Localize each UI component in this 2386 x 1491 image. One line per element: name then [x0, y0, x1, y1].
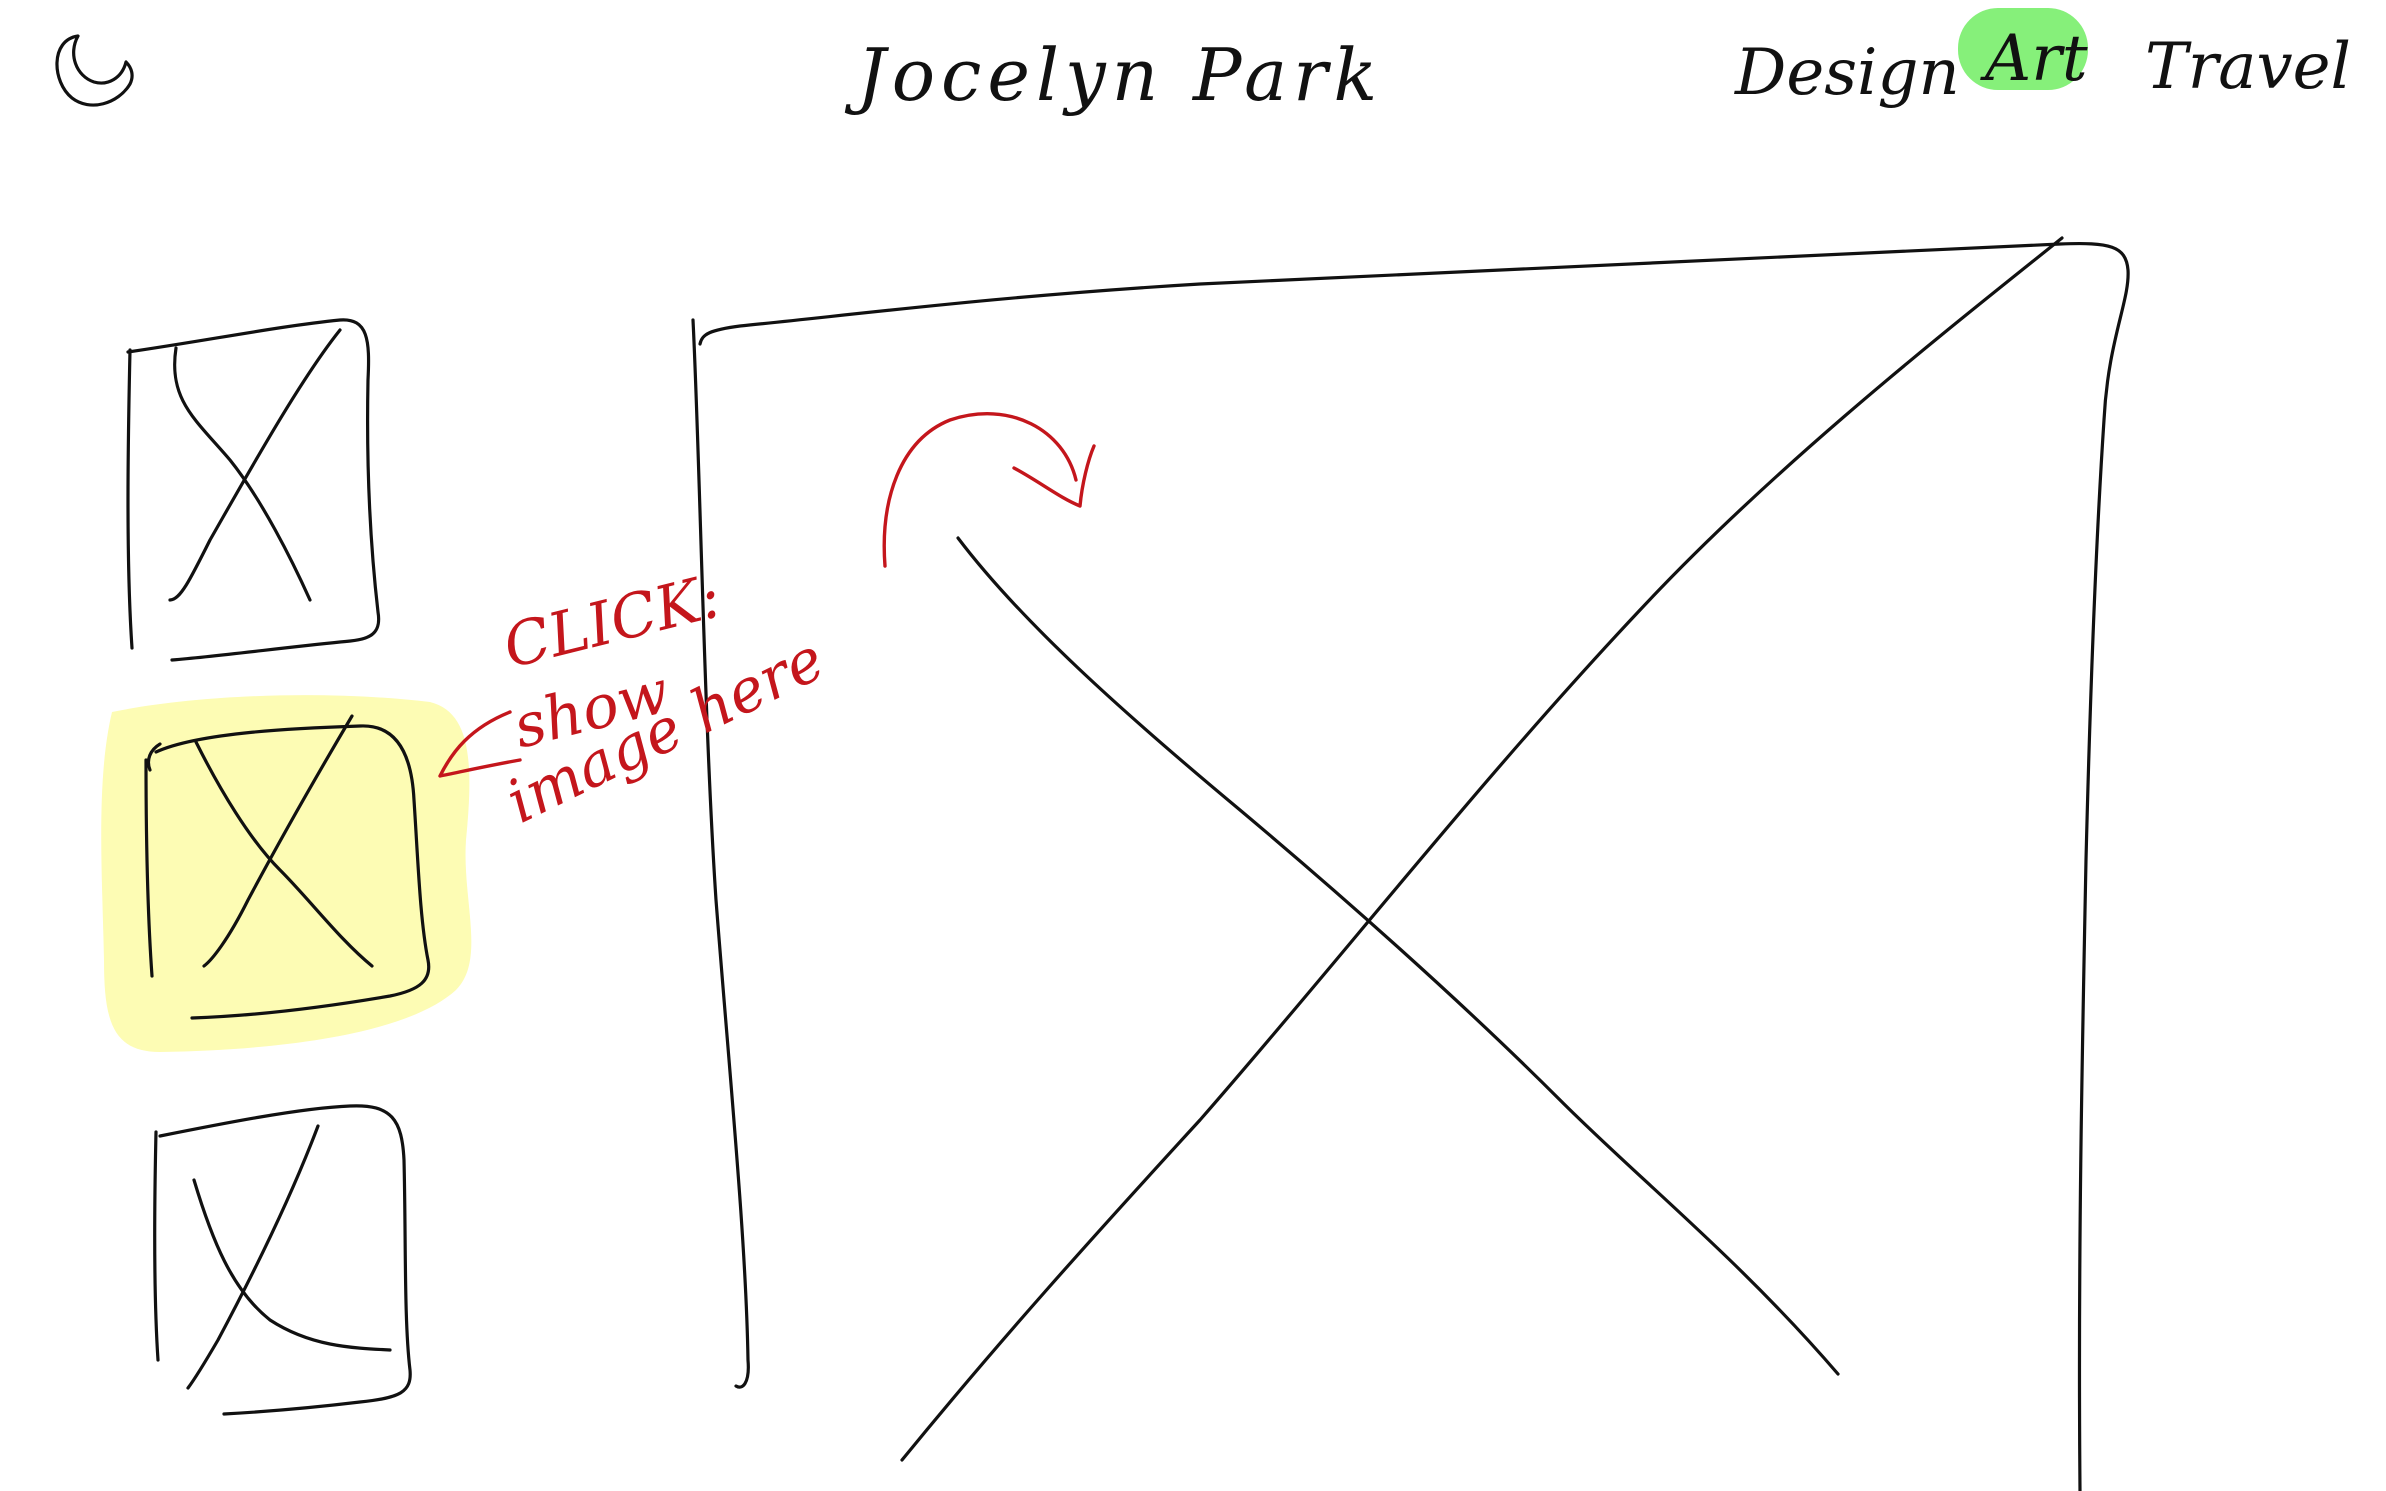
- annotation: CLICK: show image here: [438, 412, 1096, 837]
- nav-item-art[interactable]: Art: [1980, 22, 2088, 96]
- image-placeholder-icon: [168, 328, 342, 602]
- image-placeholder-icon: [900, 236, 2064, 1462]
- thumbnail-3[interactable]: [153, 1104, 412, 1416]
- thumbnail-list: [101, 318, 472, 1416]
- arrowhead-icon: [1012, 444, 1096, 508]
- page-title: Jocelyn Park: [844, 33, 1383, 117]
- main-image-viewer: [691, 236, 2130, 1491]
- nav-item-travel[interactable]: Travel: [2145, 30, 2351, 104]
- nav-active-highlight: [1958, 8, 2088, 90]
- thumbnail-1[interactable]: [126, 318, 381, 662]
- thumbnail-selected-highlight: [101, 695, 472, 1052]
- svg-text:CLICK:: CLICK:: [497, 561, 728, 682]
- annotation-note: CLICK: show image here: [496, 561, 835, 837]
- curved-arrow-icon: [882, 412, 1078, 568]
- theme-toggle[interactable]: [55, 34, 134, 107]
- image-placeholder-icon: [194, 714, 374, 968]
- thumbnail-2[interactable]: [101, 695, 472, 1052]
- nav-item-design[interactable]: Design: [1734, 36, 1960, 110]
- nav: Design Art Travel: [1734, 8, 2351, 110]
- image-placeholder-icon: [186, 1124, 392, 1390]
- left-arrow-icon: [438, 710, 522, 778]
- moon-icon: [55, 34, 134, 107]
